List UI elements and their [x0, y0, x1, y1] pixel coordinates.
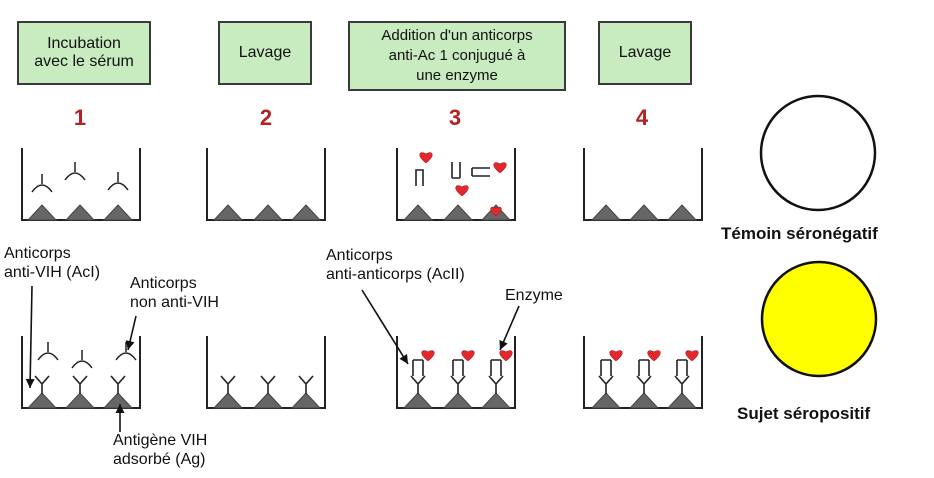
well-1-top-antibody-1: [31, 174, 53, 193]
well-3-free-enzyme-4: [490, 206, 502, 217]
well-3-bottom-conjugate-2-antibody: [452, 359, 464, 376]
label-anticorps-non-anti-vih: Anticorps non anti-VIH: [130, 275, 219, 311]
well-1-bottom-cap-antibody-3: [115, 342, 137, 361]
well-3-free-enzyme-2: [455, 185, 469, 197]
well-4-bottom-conjugate-1-enzyme: [609, 350, 623, 362]
well-3-bottom-conjugate-1-antibody: [412, 359, 424, 376]
label-sujet-seropositif: Sujet séropositif: [737, 404, 871, 423]
step-1-number: 1: [73, 105, 87, 130]
well-2-top-antigen-3: [290, 204, 322, 221]
well-3-bottom-y-antibody-1: [410, 375, 426, 394]
well-1-top-antigen-2: [64, 204, 96, 221]
well-2-bottom-antigen-3: [290, 392, 322, 409]
result-circle-negative: [759, 94, 877, 212]
well-2-bottom-antigen-2: [252, 392, 284, 409]
well-2-bottom-y-antibody-3: [298, 375, 314, 394]
well-4-bottom-conjugate-3-antibody: [676, 359, 688, 376]
step-3-box: Addition d'un anticorps anti-Ac 1 conjug…: [348, 21, 566, 91]
well-3-free-antibody-3: [471, 167, 490, 177]
well-2-bottom-y-antibody-2: [260, 375, 276, 394]
step-4-box: Lavage: [598, 21, 692, 85]
well-3-bottom-y-antibody-3: [488, 375, 504, 394]
well-3-bottom-y-antibody-2: [450, 375, 466, 394]
arrow-anticorps-non-anti-vih-head: [125, 340, 135, 350]
label-antigene-vih: Antigène VIH adsorbé (Ag): [113, 432, 208, 468]
well-4-bottom-antigen-1: [590, 392, 622, 409]
well-4-bottom-antigen-3: [666, 392, 698, 409]
well-3-bottom-antigen-2: [442, 392, 474, 409]
well-4-bottom-antigen-2: [628, 392, 660, 409]
well-4-bottom-conjugate-1-antibody: [600, 359, 612, 376]
well-4-top-antigen-1: [590, 204, 622, 221]
well-3-bottom-conjugate-2-enzyme: [461, 350, 475, 362]
label-anti-anticorps: Anticorps anti-anticorps (AcII): [326, 247, 465, 283]
well-1-bottom-y-antibody-3: [110, 375, 126, 394]
well-2-bottom-y-antibody-1: [220, 375, 236, 394]
well-1-bottom-y-antibody-1: [34, 375, 50, 394]
well-3-bottom-conjugate-3-enzyme: [499, 350, 513, 362]
step-2-number: 2: [259, 105, 273, 130]
well-2-top-antigen-1: [212, 204, 244, 221]
well-3-bottom-antigen-3: [480, 392, 512, 409]
arrow-anti-anticorps-head: [399, 353, 408, 364]
well-2-top-antigen-2: [252, 204, 284, 221]
arrow-antigene-head: [115, 404, 125, 413]
label-anticorps-anti-vih: Anticorps anti-VIH (AcI): [4, 245, 101, 281]
well-4-top-antigen-2: [628, 204, 660, 221]
well-3-free-enzyme-1: [419, 152, 433, 164]
well-4-bottom-y-antibody-3: [674, 375, 690, 394]
well-3-free-antibody-2: [451, 162, 461, 179]
well-4-bottom-y-antibody-1: [598, 375, 614, 394]
arrow-anticorps-anti-vih-line: [29, 285, 33, 389]
arrow-enzyme-head: [499, 339, 508, 350]
well-1-bottom-antigen-3: [102, 392, 134, 409]
well-4-bottom-conjugate-2-antibody: [638, 359, 650, 376]
arrow-anti-anticorps-line: [361, 289, 409, 365]
well-4-bottom-conjugate-3-enzyme: [685, 350, 699, 362]
well-3-bottom-conjugate-3-antibody: [490, 359, 502, 376]
label-temoin-seronegatif: Témoin séronégatif: [721, 224, 878, 243]
well-3-free-enzyme-3: [493, 162, 507, 174]
well-3-bottom-conjugate-1-enzyme: [421, 350, 435, 362]
step-3-number: 3: [448, 105, 462, 130]
well-3-bottom-antigen-1: [402, 392, 434, 409]
well-1-bottom-y-antibody-2: [72, 375, 88, 394]
well-4-bottom-y-antibody-2: [636, 375, 652, 394]
well-2-bottom-antigen-1: [212, 392, 244, 409]
well-1-top-antibody-2: [64, 162, 86, 181]
result-circle-positive: [760, 260, 878, 378]
well-1-top-antibody-3: [107, 172, 129, 191]
step-2-box: Lavage: [218, 21, 312, 85]
well-4-top-antigen-3: [666, 204, 698, 221]
well-1-bottom-cap-antibody-1: [37, 342, 59, 361]
well-1-bottom-antigen-1: [26, 392, 58, 409]
well-1-top-antigen-1: [26, 204, 58, 221]
well-3-top-antigen-2: [442, 204, 474, 221]
well-3-free-antibody-1: [415, 169, 424, 186]
label-enzyme: Enzyme: [505, 287, 563, 304]
well-4-bottom-conjugate-2-enzyme: [647, 350, 661, 362]
well-1-bottom-antigen-2: [64, 392, 96, 409]
well-1-top-antigen-3: [102, 204, 134, 221]
step-4-number: 4: [635, 105, 649, 130]
arrow-anticorps-anti-vih-head: [25, 378, 35, 388]
step-1-box: Incubation avec le sérum: [17, 21, 151, 85]
well-1-bottom-cap-antibody-2: [71, 350, 93, 369]
well-3-top-antigen-1: [402, 204, 434, 221]
